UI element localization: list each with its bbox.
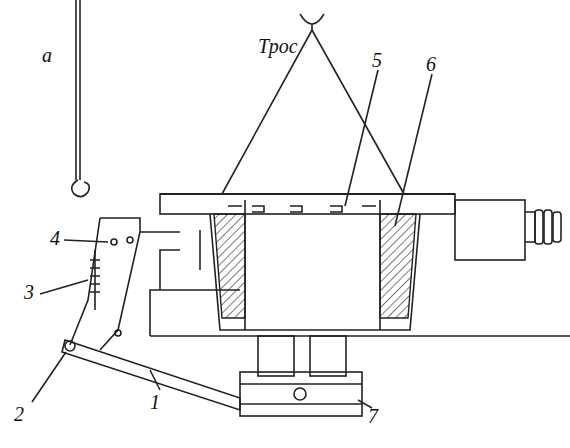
callout-number: 2 [14, 404, 24, 424]
callout-number: 7 [368, 406, 378, 426]
callout-number: 4 [50, 228, 60, 248]
part-name: Трос [258, 36, 298, 56]
callout-number: 1 [150, 392, 160, 412]
callout-number: 5 [372, 50, 382, 70]
callout-number: 6 [426, 54, 436, 74]
callout-number: 3 [24, 282, 34, 302]
figure-letter: а [42, 45, 52, 65]
